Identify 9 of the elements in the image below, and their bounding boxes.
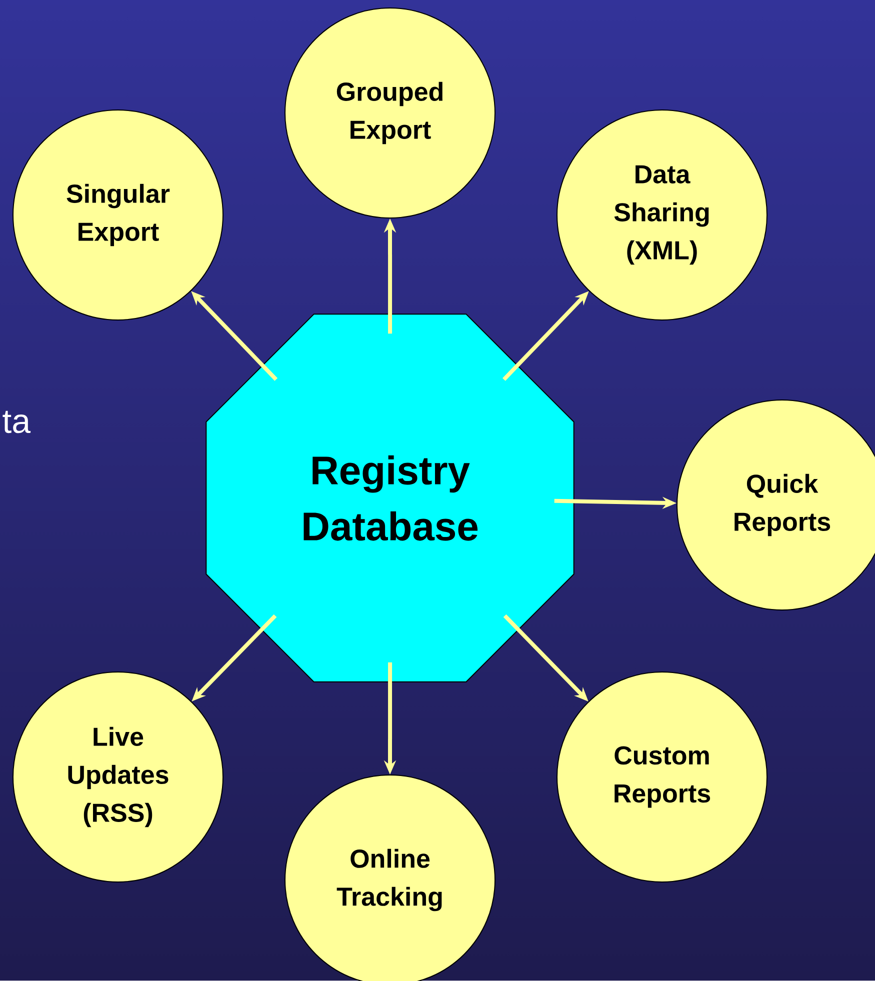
octagon-node: Registry Database (206, 314, 574, 682)
slide-text: ta (2, 410, 31, 434)
circle-node: Singular Export (12, 110, 224, 320)
circle-node: Quick Reports (676, 400, 875, 610)
circle-node: Online Tracking (284, 774, 496, 981)
circle-node: Live Updates (RSS) (12, 672, 224, 882)
circle-node: Data Sharing (XML) (556, 110, 768, 320)
circle-node: Custom Reports (556, 672, 768, 882)
circle-node: Grouped Export (284, 8, 496, 218)
